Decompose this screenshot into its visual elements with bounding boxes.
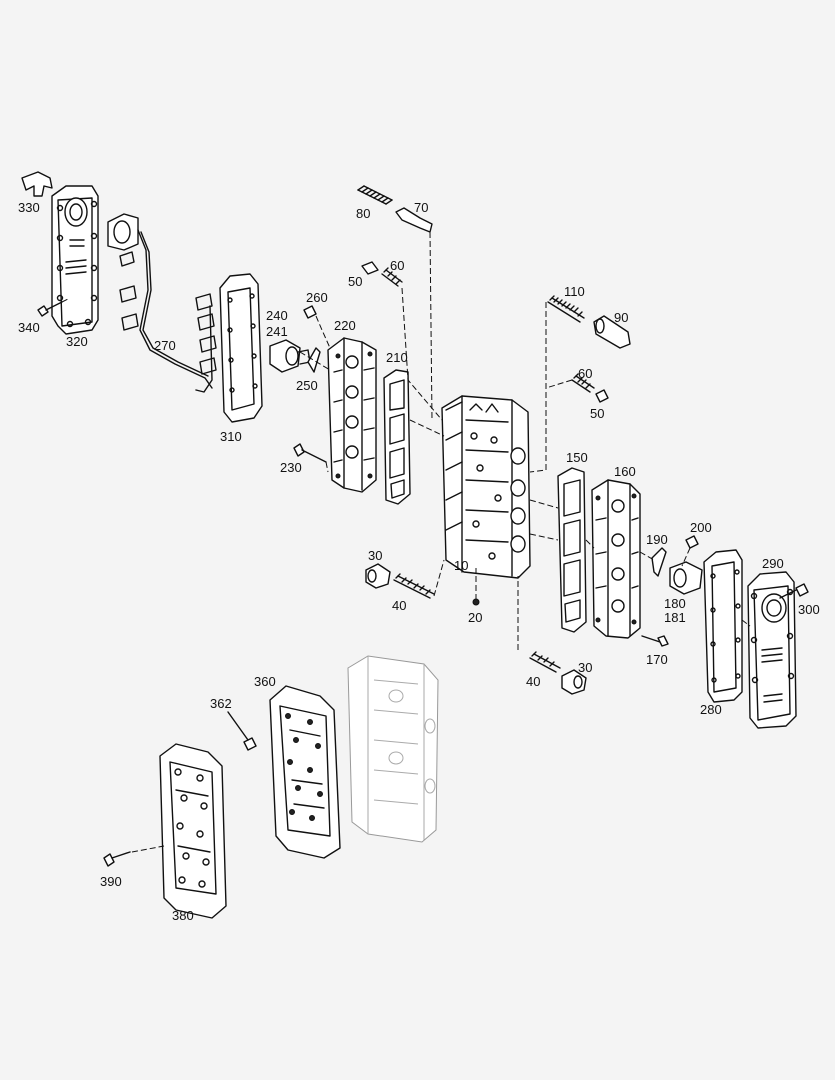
part-40-spring-right: [529, 651, 561, 673]
label-330: 330: [18, 200, 40, 215]
label-230: 230: [280, 460, 302, 475]
label-50-left: 50: [348, 274, 362, 289]
part-360-plate: [269, 685, 341, 859]
label-181: 181: [664, 610, 686, 625]
label-290: 290: [762, 556, 784, 571]
label-40-left: 40: [392, 598, 406, 613]
label-50-right: 50: [590, 406, 604, 421]
label-241: 241: [266, 324, 288, 339]
part-260-plug: [303, 305, 317, 319]
label-170: 170: [646, 652, 668, 667]
part-180-solenoid: [669, 561, 703, 595]
label-60-right: 60: [578, 366, 592, 381]
part-310-gasket: [219, 273, 263, 423]
label-150: 150: [566, 450, 588, 465]
label-260: 260: [306, 290, 328, 305]
part-380-plate: [159, 743, 227, 919]
label-380: 380: [172, 908, 194, 923]
part-230-screw: [293, 443, 327, 463]
label-90: 90: [614, 310, 628, 325]
label-10: 10: [454, 558, 468, 573]
part-170-screw: [641, 635, 669, 647]
label-20: 20: [468, 610, 482, 625]
label-160: 160: [614, 464, 636, 479]
part-240-solenoid: [269, 339, 311, 373]
part-labels: 330 340 320 270 310 80 70 60 50 260 240 …: [18, 200, 820, 923]
label-300: 300: [798, 602, 820, 617]
part-30-plug-left: [365, 563, 391, 589]
part-362-plug: [227, 711, 257, 751]
part-250-clip: [307, 347, 321, 373]
label-320: 320: [66, 334, 88, 349]
label-362: 362: [210, 696, 232, 711]
part-320-cover: [51, 185, 99, 335]
part-290-cover: [747, 571, 797, 729]
label-310: 310: [220, 429, 242, 444]
label-250: 250: [296, 378, 318, 393]
part-220-valve-body: [327, 337, 377, 493]
part-330-clip: [21, 171, 53, 197]
part-90-plunger: [593, 315, 631, 349]
part-70-plunger: [395, 207, 433, 233]
label-80: 80: [356, 206, 370, 221]
label-40-right: 40: [526, 674, 540, 689]
label-220: 220: [334, 318, 356, 333]
label-110: 110: [564, 284, 585, 299]
part-10-main-body: [441, 395, 531, 579]
label-360: 360: [254, 674, 276, 689]
part-60-spring-right: [571, 373, 595, 393]
part-210-gasket: [383, 369, 411, 505]
ghost-valve-body: [347, 655, 439, 843]
label-340: 340: [18, 320, 40, 335]
label-60-left: 60: [390, 258, 404, 273]
part-80-spring: [357, 185, 393, 205]
part-110-spring: [547, 295, 585, 323]
part-390-screw: [103, 851, 131, 867]
label-390: 390: [100, 874, 122, 889]
label-190: 190: [646, 532, 668, 547]
part-150-gasket: [557, 467, 587, 633]
label-30-left: 30: [368, 548, 382, 563]
label-270: 270: [154, 338, 176, 353]
part-40-spring-left: [393, 573, 435, 599]
part-340-screw: [37, 301, 63, 317]
part-50-plug-right: [595, 389, 609, 403]
part-190-clip: [651, 547, 667, 577]
label-210: 210: [386, 350, 408, 365]
label-30-right: 30: [578, 660, 592, 675]
part-50-plug-left: [361, 261, 379, 275]
label-280: 280: [700, 702, 722, 717]
part-270-harness: [107, 213, 217, 393]
label-70: 70: [414, 200, 428, 215]
part-300-screw: [779, 583, 809, 599]
part-200-plug: [685, 535, 699, 549]
part-30-plug-right: [561, 669, 587, 695]
assembly-lines: [61, 231, 751, 853]
label-240: 240: [266, 308, 288, 323]
part-280-gasket: [703, 549, 743, 703]
part-160-valve-body: [591, 479, 641, 639]
label-180: 180: [664, 596, 686, 611]
part-60-spring-left: [381, 267, 403, 287]
label-200: 200: [690, 520, 712, 535]
